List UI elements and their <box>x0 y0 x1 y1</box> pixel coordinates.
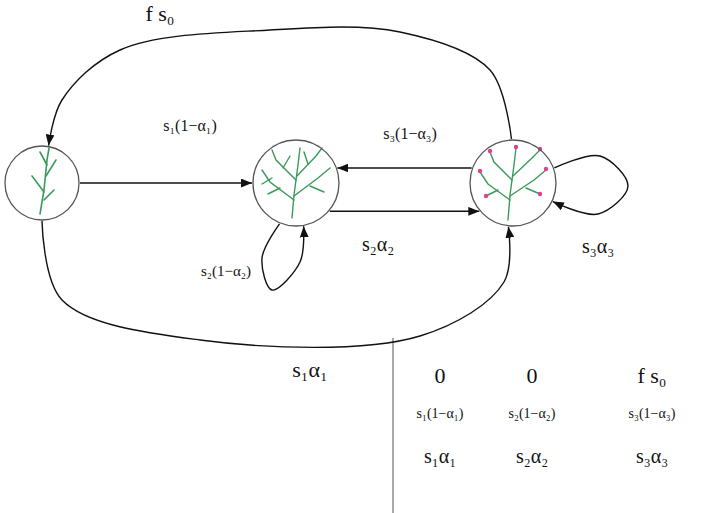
stage-circle <box>469 139 557 227</box>
transition-arrow <box>337 167 471 168</box>
plant-flowering <box>478 145 548 220</box>
circle-outline <box>252 139 340 227</box>
table-separator <box>393 338 394 513</box>
transition-arrow <box>553 155 628 214</box>
stage-circle <box>252 139 340 227</box>
transition-arrow <box>262 224 304 290</box>
transition-arrow <box>49 27 512 146</box>
circle-border <box>5 146 79 220</box>
circle-outline <box>469 139 557 227</box>
rate-label: s₁α₁ <box>290 357 329 382</box>
matrix-cell: s₁(1−α₁) <box>415 406 466 422</box>
transition-arrow <box>80 182 252 183</box>
rate-label: s₂(1−α₂) <box>199 263 253 280</box>
matrix-cell: s₃(1−α₃) <box>627 406 678 422</box>
rate-label: s₁(1−α₁) <box>161 117 218 135</box>
matrix-cell: s₃α₃ <box>634 445 670 468</box>
plant-seedling <box>32 148 56 214</box>
matrix-cell: f s₀ <box>635 363 668 388</box>
matrix-cell: s₁α₁ <box>422 445 458 468</box>
rate-label: s₂α₂ <box>360 233 396 256</box>
rate-label: s₃α₃ <box>580 235 616 258</box>
transition-arrow <box>42 221 510 347</box>
matrix-cell: 0 <box>525 363 540 388</box>
matrix-cell: s₂α₂ <box>514 445 550 468</box>
rate-label: f s₀ <box>143 1 176 26</box>
stage-circle <box>4 145 80 221</box>
rate-label: s₃(1−α₃) <box>381 125 438 143</box>
plant-bush <box>262 148 330 218</box>
circle-outline <box>4 145 80 221</box>
matrix-cell: s₂(1−α₂) <box>507 406 558 422</box>
circle-border <box>470 140 556 226</box>
matrix-cell: 0 <box>433 363 448 388</box>
circle-border <box>253 140 339 226</box>
transition-arrow <box>330 211 480 212</box>
